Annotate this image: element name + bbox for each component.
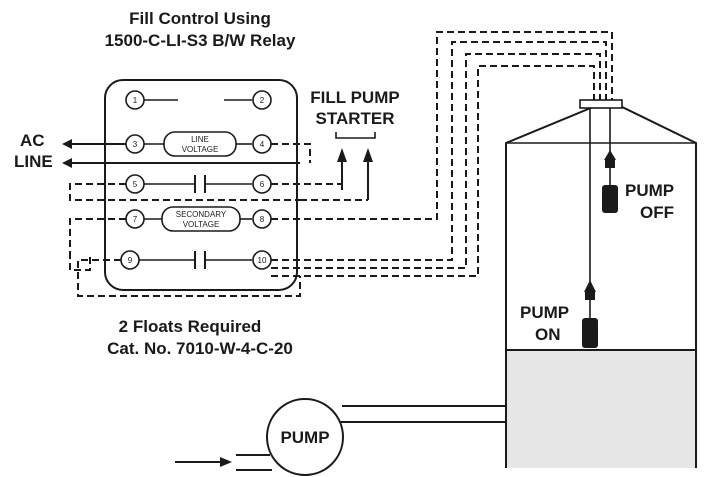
terminal-6: 6 <box>252 174 272 194</box>
tank-fitting <box>579 99 623 109</box>
line-voltage-label-1: LINE <box>191 135 209 144</box>
contact-5-6 <box>194 175 206 193</box>
ac-line-arrow-1 <box>62 139 126 149</box>
terminal-3: 3 <box>125 134 145 154</box>
pump-off-label-2: OFF <box>640 203 674 222</box>
fill-pump-starter-label-1: FILL PUMP <box>310 88 399 107</box>
terminal-5-label: 5 <box>133 180 138 189</box>
diagram-title-line-2: 1500-C-LI-S3 B/W Relay <box>105 31 296 50</box>
ac-line-label-1: AC <box>20 131 45 150</box>
terminal-4: 4 <box>252 134 272 154</box>
terminal-10: 10 <box>252 250 272 270</box>
terminal-6-label: 6 <box>260 180 265 189</box>
relay-panel: 1 2 3 LINE VOLTAGE 4 5 <box>104 79 298 291</box>
fill-pump-starter-terminals <box>335 132 376 200</box>
pump-off-label-1: PUMP <box>625 181 674 200</box>
terminal-1-label: 1 <box>133 96 138 105</box>
float-pump-on <box>582 280 598 348</box>
terminal-9-label: 9 <box>128 256 133 265</box>
fill-pump-starter-label-2: STARTER <box>315 109 394 128</box>
secondary-voltage-label-2: VOLTAGE <box>183 220 220 229</box>
terminal-9: 9 <box>120 250 140 270</box>
line-voltage-label-2: VOLTAGE <box>182 145 219 154</box>
secondary-voltage-label-1: SECONDARY <box>176 210 227 219</box>
terminal-8: 8 <box>252 209 272 229</box>
footer-line-1: 2 Floats Required <box>119 317 262 336</box>
tank-liquid <box>506 350 696 468</box>
float-pump-off <box>602 150 618 213</box>
pump-on-label-1: PUMP <box>520 303 569 322</box>
terminal-10-label: 10 <box>258 256 267 265</box>
terminal-7-label: 7 <box>133 215 138 224</box>
terminal-4-label: 4 <box>260 140 265 149</box>
terminal-7: 7 <box>125 209 145 229</box>
footer-line-2: Cat. No. 7010-W-4-C-20 <box>107 339 293 358</box>
pump: PUMP <box>266 398 344 476</box>
pump-label: PUMP <box>280 428 329 447</box>
contact-9-10 <box>194 251 206 269</box>
terminal-2: 2 <box>252 90 272 110</box>
terminal-5: 5 <box>125 174 145 194</box>
tank <box>505 99 697 468</box>
terminal-1: 1 <box>125 90 145 110</box>
pump-inlet-arrow <box>175 457 232 467</box>
terminal-3-label: 3 <box>133 140 138 149</box>
control-wiring <box>69 31 613 297</box>
diagram-title-line-1: Fill Control Using <box>129 9 271 28</box>
secondary-voltage-coil: SECONDARY VOLTAGE <box>161 206 241 232</box>
terminal-8-label: 8 <box>260 215 265 224</box>
terminal-2-label: 2 <box>260 96 265 105</box>
ac-line-label-2: LINE <box>14 152 53 171</box>
line-voltage-coil: LINE VOLTAGE <box>163 131 237 157</box>
pump-on-label-2: ON <box>535 325 561 344</box>
ac-line-arrow-2 <box>62 158 300 168</box>
